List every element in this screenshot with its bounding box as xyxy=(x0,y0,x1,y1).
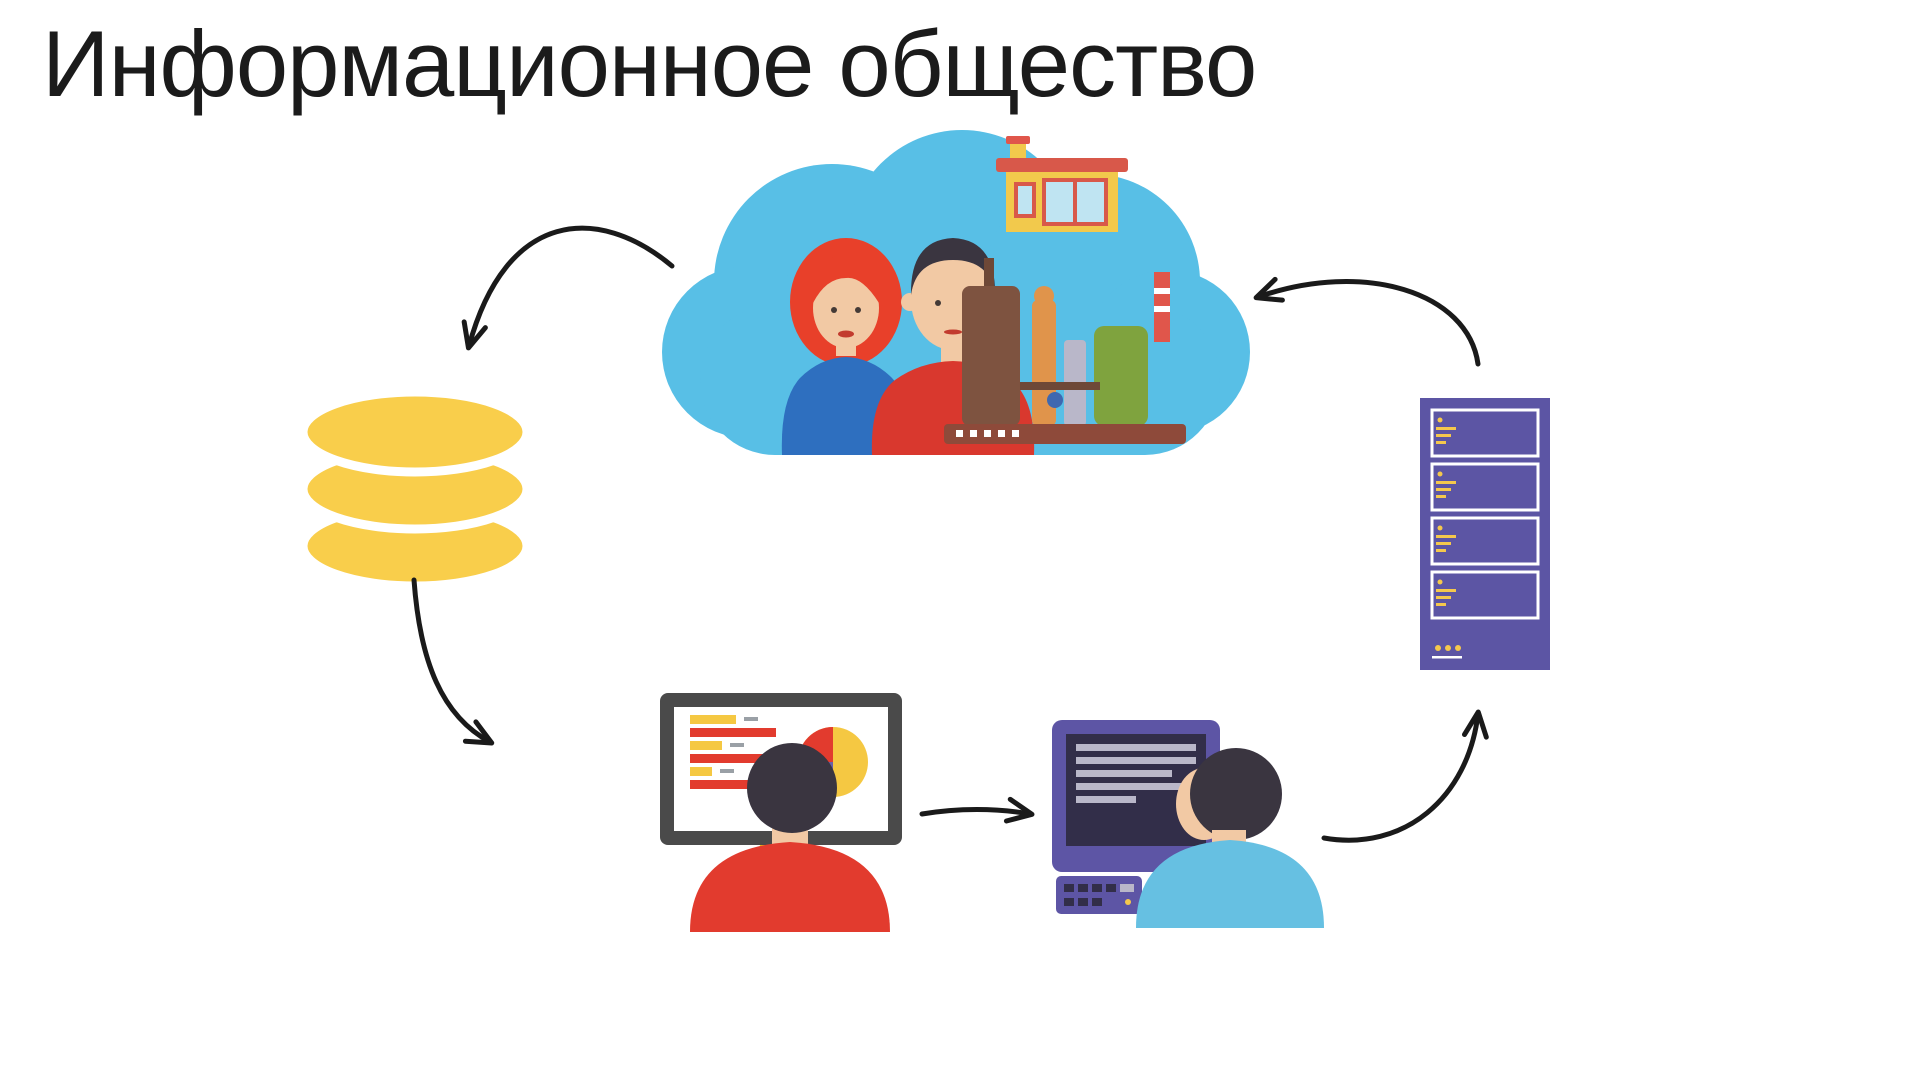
terminal-keyboard xyxy=(1056,876,1142,914)
bar xyxy=(690,728,776,737)
server-status-dots xyxy=(1432,645,1462,659)
bar xyxy=(690,780,754,789)
bar xyxy=(690,715,736,724)
man-hair xyxy=(910,238,996,295)
terminal-text-line xyxy=(1076,744,1196,751)
arrow-operator-to-server xyxy=(1321,709,1489,843)
arrow-database-to-analyst xyxy=(411,577,495,746)
bar xyxy=(690,754,786,763)
factory-building-icon xyxy=(996,136,1128,232)
server-slot xyxy=(1430,462,1540,512)
operator-shirt xyxy=(1136,840,1324,928)
operator-figure xyxy=(1136,748,1324,928)
industrial-plant-icon xyxy=(944,258,1186,444)
green-tank xyxy=(1094,326,1148,426)
server-body xyxy=(1420,398,1550,670)
database-disk xyxy=(298,387,532,477)
woman-face xyxy=(813,268,879,348)
page-title: Информационное общество xyxy=(42,11,1257,116)
valve-wheel xyxy=(1047,392,1063,408)
bar-chart-icon xyxy=(690,715,786,789)
flow-arrows xyxy=(411,225,1489,843)
arrow-cloud-to-database xyxy=(461,225,675,351)
operator-head xyxy=(1190,748,1282,840)
terminal-text-line xyxy=(1076,757,1196,764)
database-icon xyxy=(298,387,532,591)
analyst-shirt xyxy=(690,842,890,932)
arrow-analyst-to-operator xyxy=(919,796,1035,824)
factory-window-small xyxy=(1014,182,1036,218)
server-slot xyxy=(1430,408,1540,458)
brown-tank xyxy=(962,286,1020,426)
bar xyxy=(690,767,712,776)
server-slot xyxy=(1430,516,1540,566)
analyst-figure xyxy=(690,743,890,932)
bar xyxy=(690,741,722,750)
arrow-server-to-cloud xyxy=(1253,276,1481,367)
server-slot xyxy=(1430,570,1540,620)
society-cloud-icon xyxy=(662,130,1250,455)
analyst-head xyxy=(747,743,837,833)
server-rack-icon xyxy=(1420,398,1550,670)
terminal-text-line xyxy=(1076,770,1172,777)
terminal-text-line xyxy=(1076,796,1136,803)
plant-base xyxy=(944,424,1186,444)
terminal-text-line xyxy=(1076,783,1186,790)
